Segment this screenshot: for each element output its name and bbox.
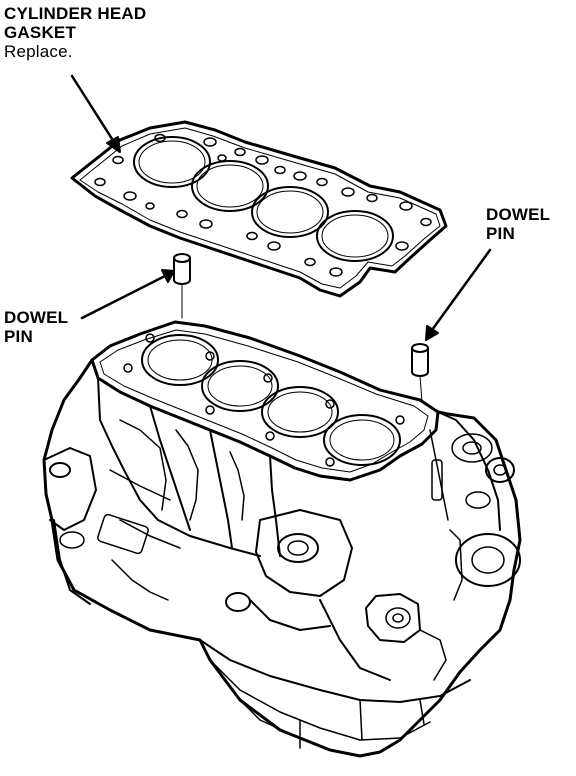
dowel-pin-right (411, 343, 429, 403)
gasket-label-line1: CYLINDER HEAD (4, 4, 147, 23)
gasket-bore-4 (316, 210, 394, 262)
dowel-left-line1: DOWEL (4, 308, 69, 327)
gasket-bore-3 (251, 186, 329, 238)
dowel-right-line2: PIN (486, 224, 515, 243)
engine-block (42, 320, 522, 758)
cylinder-head-gasket (70, 120, 448, 298)
dowel-pin-right-label: DOWEL PIN (486, 205, 550, 243)
leader-dowel-right (425, 248, 492, 341)
gasket-bore-2 (191, 160, 269, 212)
dowel-left-line2: PIN (4, 327, 33, 346)
gasket-label-note: Replace. (4, 42, 73, 61)
gasket-label-line2: GASKET (4, 23, 77, 42)
gasket-bore-1 (133, 136, 211, 188)
leader-gasket (70, 74, 121, 153)
dowel-right-line1: DOWEL (486, 205, 551, 224)
dowel-pin-left-label: DOWEL PIN (4, 308, 68, 346)
cylinder-head-gasket-label: CYLINDER HEAD GASKET Replace. (4, 4, 146, 61)
leader-dowel-left (80, 269, 175, 320)
dowel-pin-left (173, 253, 191, 319)
